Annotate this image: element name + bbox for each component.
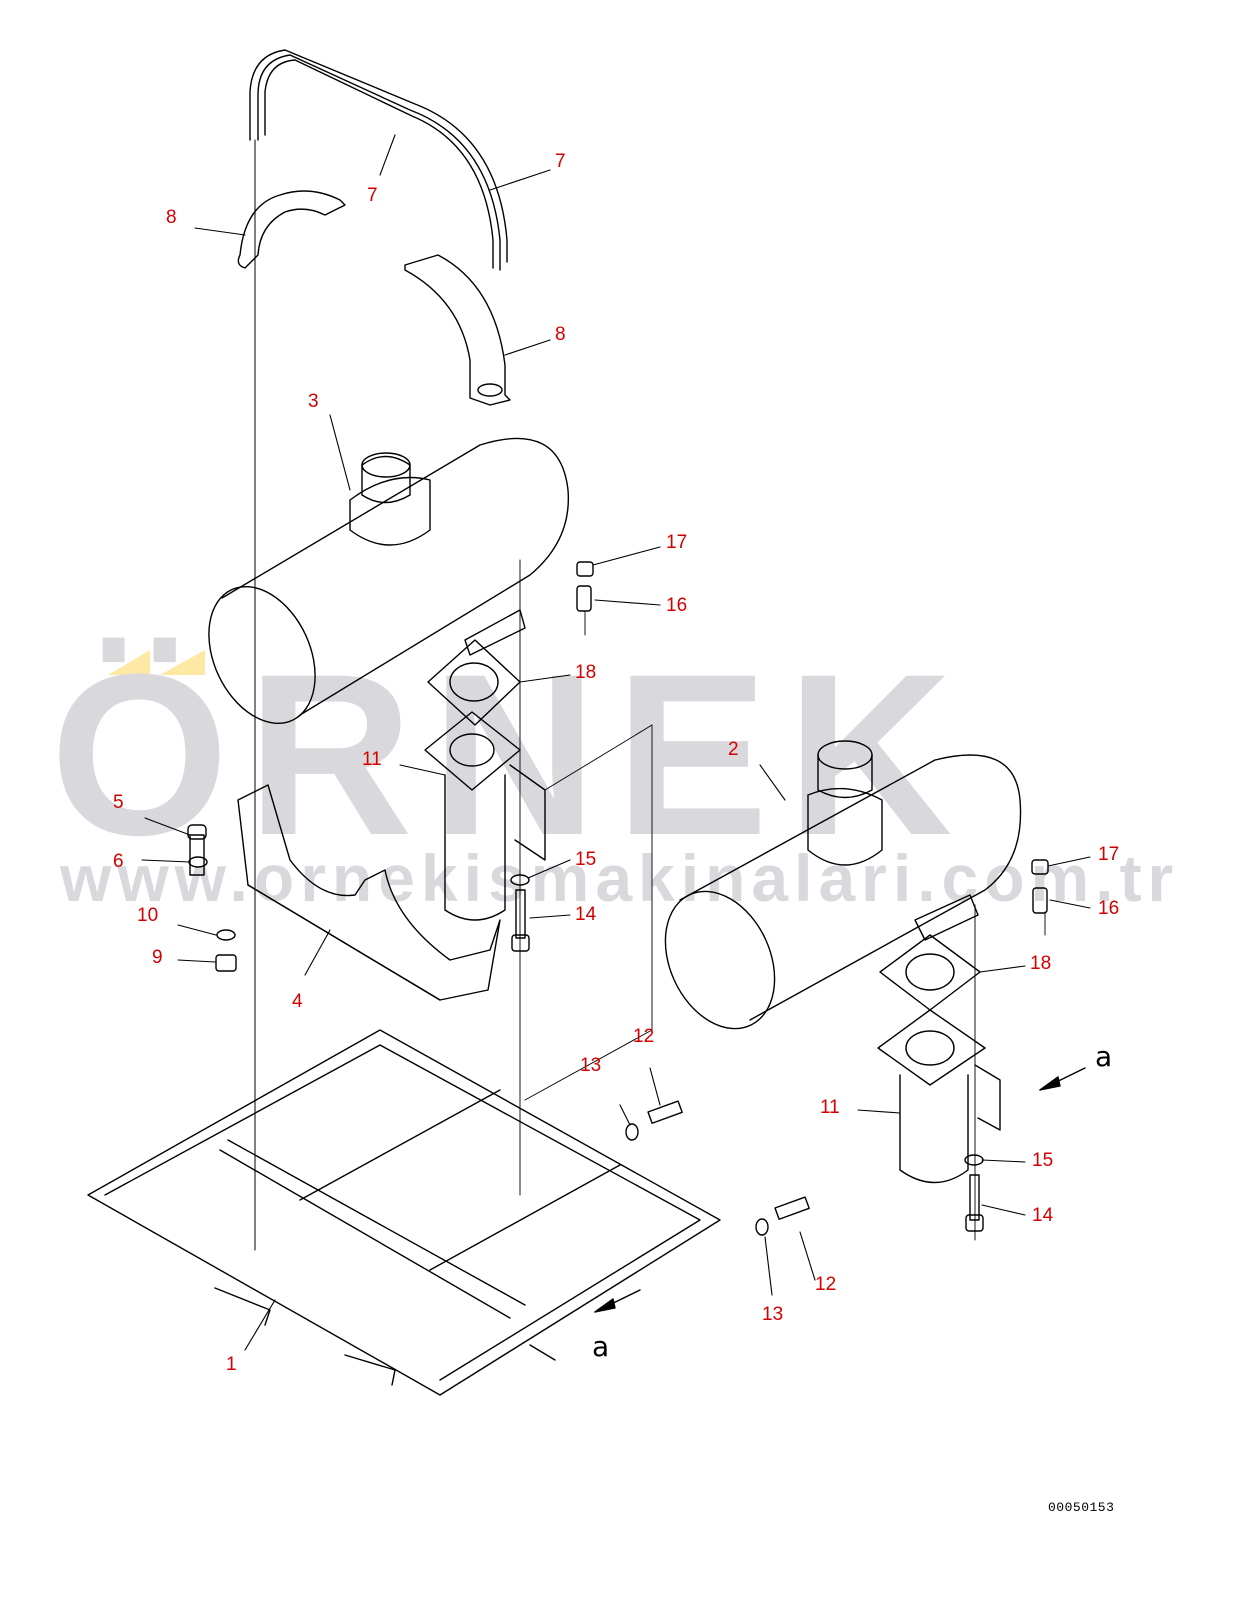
callout-part-12-upper: 12 [633, 1026, 655, 1047]
callout-part-13-lower: 13 [762, 1304, 784, 1325]
callout-part-2: 2 [728, 739, 739, 760]
callout-part-17-left: 17 [666, 532, 688, 553]
u-bolt-part-7 [249, 49, 508, 271]
pipe-part-11-right [877, 1009, 1001, 1184]
callout-part-10: 10 [137, 905, 159, 926]
callout-part-3: 3 [308, 391, 319, 412]
pipe-part-11-left [424, 711, 546, 921]
callout-part-7-right: 7 [555, 151, 566, 172]
callout-part-13-upper: 13 [580, 1055, 602, 1076]
callout-part-18-left: 18 [575, 662, 597, 683]
callout-part-18-right: 18 [1030, 953, 1052, 974]
muffler-part-2 [664, 740, 1022, 1030]
callout-part-11-left: 11 [362, 749, 382, 770]
strap-part-8-right [404, 254, 511, 406]
view-marker-a-upper: a [1095, 1040, 1113, 1073]
callout-part-6: 6 [113, 851, 124, 872]
assembly-lines [519, 559, 1046, 1241]
view-marker-a-lower: a [592, 1330, 610, 1363]
fasteners-right [510, 561, 1049, 1232]
frame-part-1 [87, 1029, 721, 1396]
strap-part-8-left [237, 190, 346, 269]
callout-part-9: 9 [152, 947, 163, 968]
view-arrow-icon [594, 1067, 1086, 1313]
fasteners-frame [625, 1100, 810, 1236]
callout-part-1: 1 [226, 1354, 237, 1375]
callout-part-14-left: 14 [575, 904, 597, 925]
callout-part-14-right: 14 [1032, 1205, 1054, 1226]
callout-part-17-right: 17 [1098, 844, 1120, 865]
callout-part-11-right: 11 [820, 1097, 840, 1118]
callout-part-16-right: 16 [1098, 898, 1120, 919]
callout-part-8-left: 8 [166, 207, 177, 228]
bracket-part-4 [237, 784, 501, 1001]
muffler-part-3 [208, 437, 570, 725]
callout-part-12-lower: 12 [815, 1274, 837, 1295]
gasket-part-18-right [879, 934, 981, 1011]
leader-lines [141, 134, 1091, 1351]
callout-part-8-right: 8 [555, 324, 566, 345]
callout-part-5: 5 [113, 792, 124, 813]
callout-part-15-left: 15 [575, 849, 597, 870]
drawing-reference-number: 00050153 [1048, 1500, 1115, 1515]
callout-part-4: 4 [292, 991, 303, 1012]
callout-part-15-right: 15 [1032, 1150, 1054, 1171]
callout-part-7-left: 7 [367, 185, 378, 206]
callout-part-16-left: 16 [666, 595, 688, 616]
fasteners-left [187, 824, 237, 972]
